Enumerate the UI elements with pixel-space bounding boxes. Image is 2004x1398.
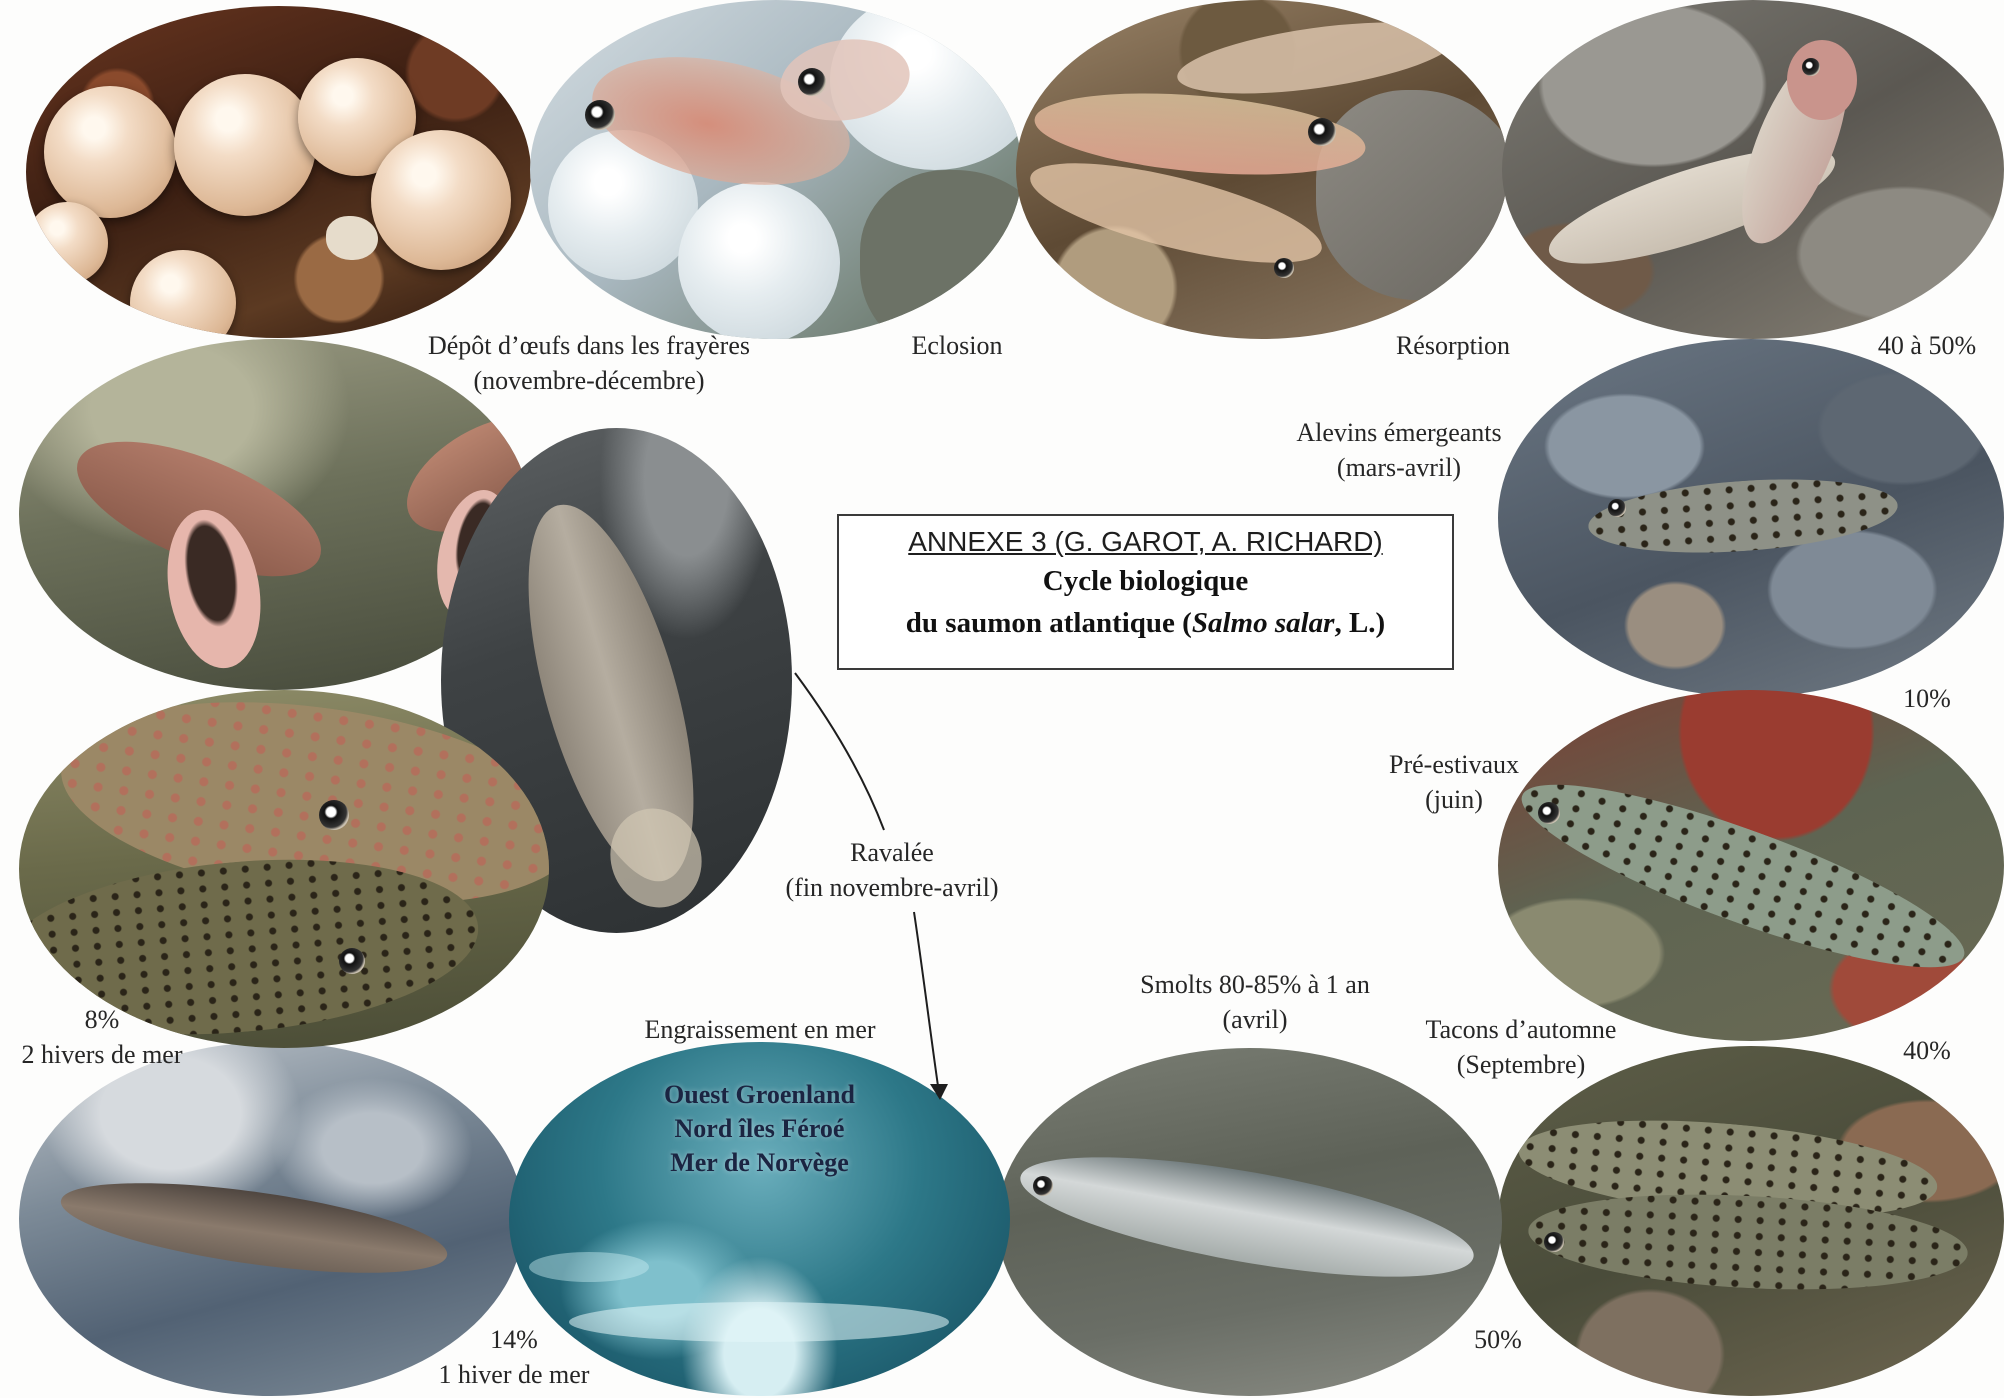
arrow-to-sea-line xyxy=(914,912,938,1086)
arrowhead-icon xyxy=(930,1084,948,1100)
kelt-connector-line xyxy=(795,673,884,830)
